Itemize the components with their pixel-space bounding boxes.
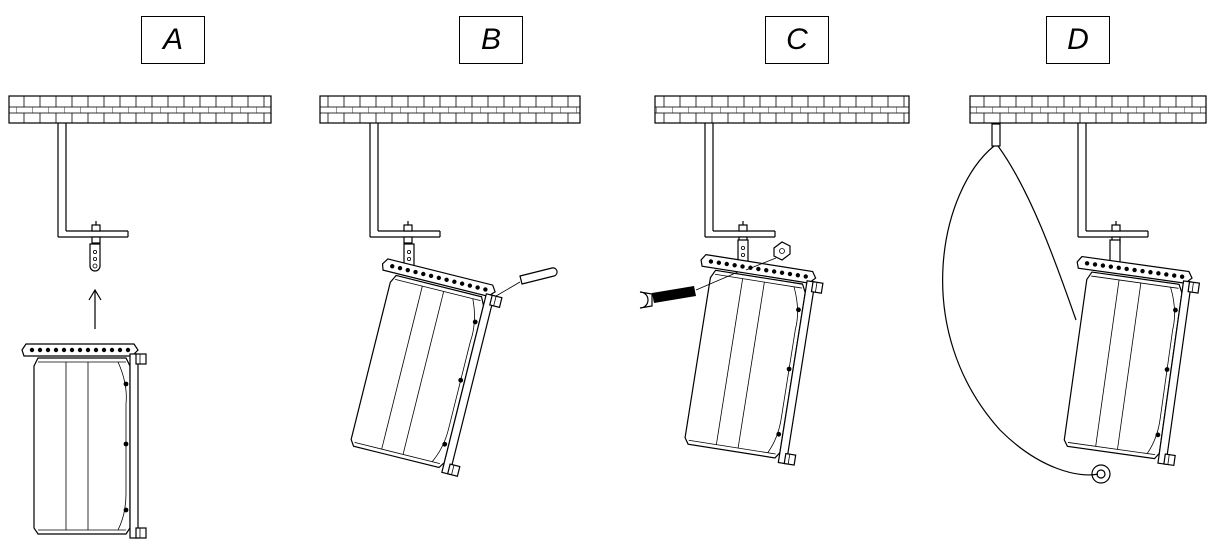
pin	[495, 267, 558, 297]
ceiling-d	[969, 95, 1207, 124]
hanger-c	[704, 122, 776, 244]
lift-arrow	[88, 288, 102, 329]
step-label-a: A	[141, 16, 205, 64]
ceiling-b	[319, 95, 581, 124]
ceiling-a	[8, 95, 272, 124]
speaker-a	[21, 343, 147, 539]
hanger-b	[369, 122, 441, 244]
step-label-c: C	[765, 16, 829, 64]
swivel-link-d	[1109, 239, 1121, 263]
swivel-link-b	[403, 243, 415, 267]
safety-cable	[942, 123, 1111, 484]
hanger-d	[1077, 122, 1149, 244]
speaker-d	[1050, 255, 1202, 466]
swivel-link-c	[737, 239, 749, 263]
step-label-d: D	[1046, 16, 1110, 64]
ceiling-c	[654, 95, 910, 124]
speaker-c	[671, 253, 826, 466]
bolt	[639, 271, 739, 309]
hanger-a	[57, 122, 129, 244]
step-label-b: B	[459, 16, 523, 64]
swivel-link-a	[89, 243, 101, 272]
speaker-b	[336, 257, 505, 477]
hex-nut	[745, 241, 791, 271]
